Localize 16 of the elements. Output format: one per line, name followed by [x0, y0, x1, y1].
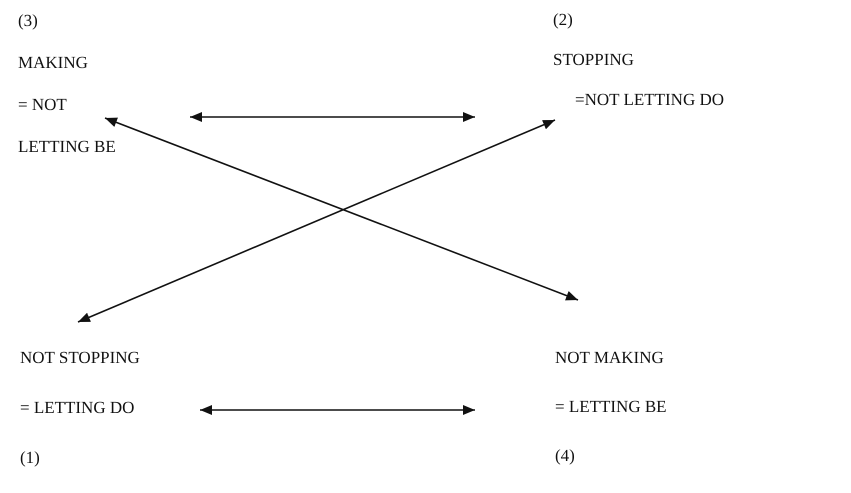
double-arrow — [78, 119, 556, 323]
node-text: (4) — [555, 445, 575, 467]
double-arrow — [200, 405, 475, 415]
node-text: MAKING — [18, 52, 88, 74]
node-text: STOPPING — [553, 49, 634, 71]
node-text: =NOT LETTING DO — [575, 89, 724, 111]
node-text: NOT MAKING — [555, 347, 664, 369]
double-arrow — [190, 112, 475, 122]
node-text: (2) — [553, 9, 573, 31]
double-arrow — [104, 117, 578, 301]
node-text: = LETTING DO — [20, 397, 134, 419]
node-text: = LETTING BE — [555, 396, 667, 418]
node-text: (1) — [20, 447, 40, 469]
node-text: = NOT LETTING BE — [18, 94, 117, 158]
node-text: (3) — [18, 10, 38, 32]
node-text: NOT STOPPING — [20, 347, 140, 369]
